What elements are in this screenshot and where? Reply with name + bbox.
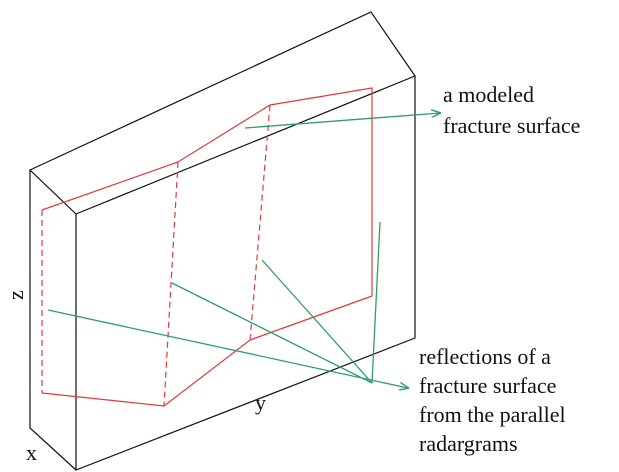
- callout-top-line1: a modeled: [443, 82, 534, 107]
- block-top-edges: [28, 11, 416, 215]
- callout-bottom-line1: reflections of a: [419, 344, 551, 369]
- fracture-surface: [41, 87, 373, 407]
- callout-bottom-line4: radargrams: [419, 431, 518, 456]
- reflection-line-1: [261, 259, 373, 384]
- reflection-line-2: [171, 282, 373, 384]
- fracture-dashed-2: [249, 104, 271, 341]
- reflection-line-vertical: [371, 221, 381, 384]
- axis-x-label: x: [26, 440, 37, 465]
- reflection-lines: [47, 113, 440, 388]
- callout-top-line2: fracture surface: [443, 113, 580, 138]
- block-front-face: [75, 75, 416, 471]
- reflection-arrow: [47, 309, 408, 388]
- fracture-top-line: [41, 87, 373, 296]
- axis-z-label: z: [3, 290, 28, 300]
- fracture-bottom-line: [41, 295, 373, 407]
- block-left-edges: [29, 170, 77, 471]
- modeled-surface-arrow: [244, 113, 440, 129]
- block-outline: [28, 11, 416, 471]
- axis-y-label: y: [255, 390, 266, 415]
- callout-bottom-line3: from the parallel: [419, 402, 566, 427]
- fracture-dashed-1: [163, 161, 179, 407]
- callout-bottom-line2: fracture surface: [419, 373, 556, 398]
